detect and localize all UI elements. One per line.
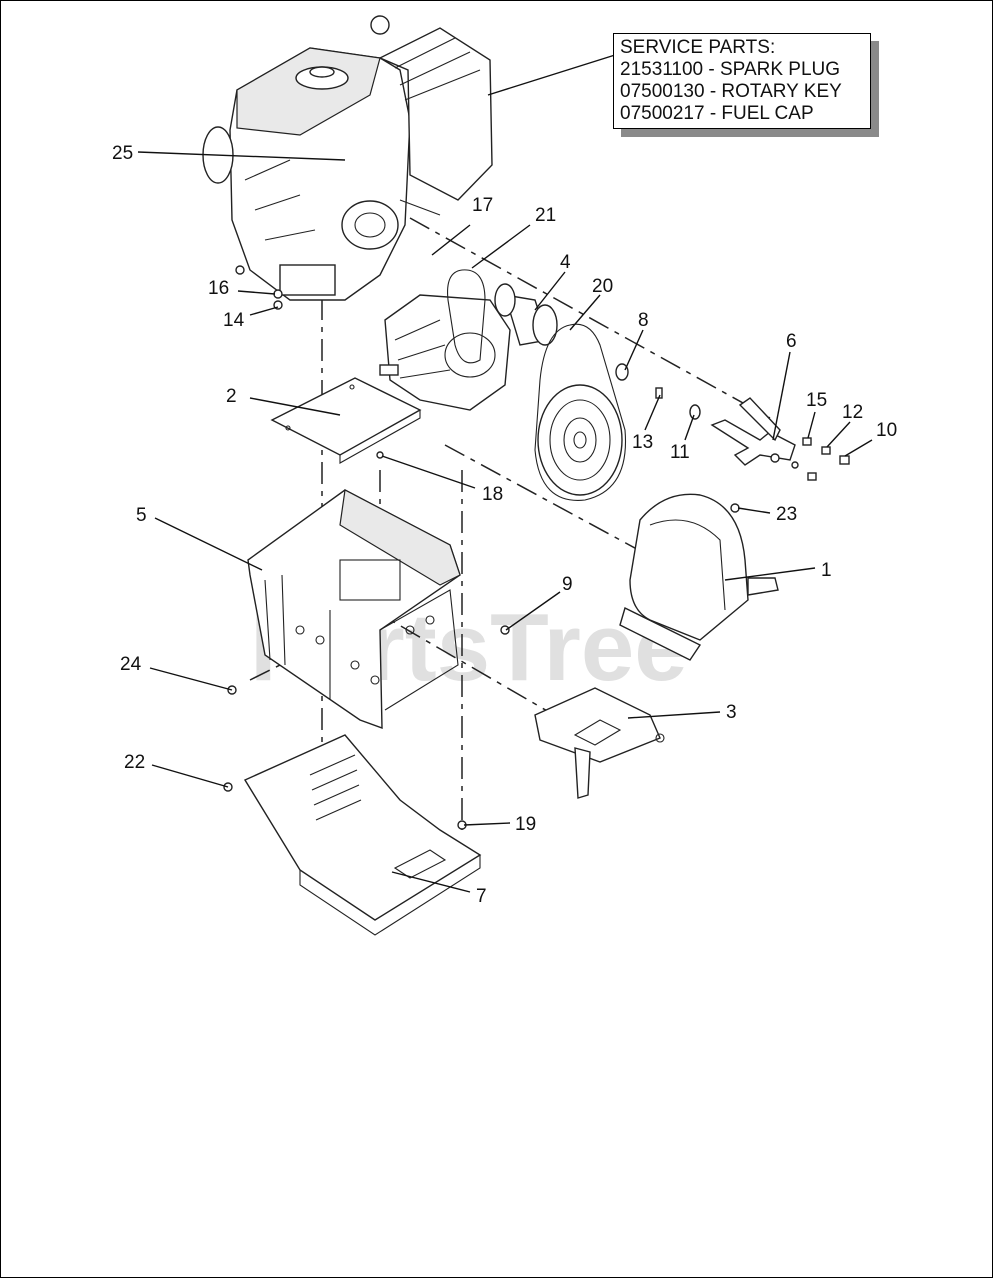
callout-18: 18 [482, 484, 503, 505]
callout-2: 2 [226, 386, 237, 407]
callout-20: 20 [592, 276, 613, 297]
belt-small [447, 269, 486, 364]
callout-25: 25 [112, 143, 133, 164]
service-part-line-2: 07500130 - ROTARY KEY [620, 81, 842, 102]
callout-23: 23 [776, 504, 797, 525]
callout-24: 24 [120, 654, 142, 675]
callout-16: 16 [208, 278, 229, 299]
transmission [379, 294, 511, 411]
bracket [534, 687, 665, 799]
lower-plate [223, 734, 482, 936]
leader-lines [137, 54, 873, 893]
callout-7: 7 [476, 886, 487, 907]
callout-3: 3 [726, 702, 737, 723]
callout-labels: 25 17 21 4 20 8 6 16 14 2 15 12 10 13 11… [112, 143, 897, 907]
engine [202, 15, 493, 301]
frame-housing [227, 489, 510, 730]
service-parts-box: SERVICE PARTS: 21531100 - SPARK PLUG 075… [613, 33, 871, 129]
callout-9: 9 [562, 574, 573, 595]
callout-12: 12 [842, 402, 863, 423]
callout-1: 1 [821, 560, 832, 581]
callout-11: 11 [670, 442, 690, 463]
callout-19: 19 [515, 814, 536, 835]
callout-17: 17 [472, 195, 493, 216]
callout-6: 6 [786, 331, 797, 352]
callout-8: 8 [638, 310, 649, 331]
plate [270, 377, 422, 464]
callout-14: 14 [223, 310, 245, 331]
callout-4: 4 [560, 252, 571, 273]
belt-large-and-wheel [534, 323, 627, 501]
service-part-line-1: 21531100 - SPARK PLUG [620, 59, 841, 80]
callout-5: 5 [136, 505, 147, 526]
callout-15: 15 [806, 390, 827, 411]
service-parts-title: SERVICE PARTS: [620, 37, 776, 58]
callout-22: 22 [124, 752, 145, 773]
belt-cover [619, 493, 779, 661]
callout-21: 21 [535, 205, 556, 226]
service-part-line-3: 07500217 - FUEL CAP [620, 103, 814, 124]
hardware-upper [273, 289, 850, 513]
callout-10: 10 [876, 420, 897, 441]
callout-13: 13 [632, 432, 653, 453]
